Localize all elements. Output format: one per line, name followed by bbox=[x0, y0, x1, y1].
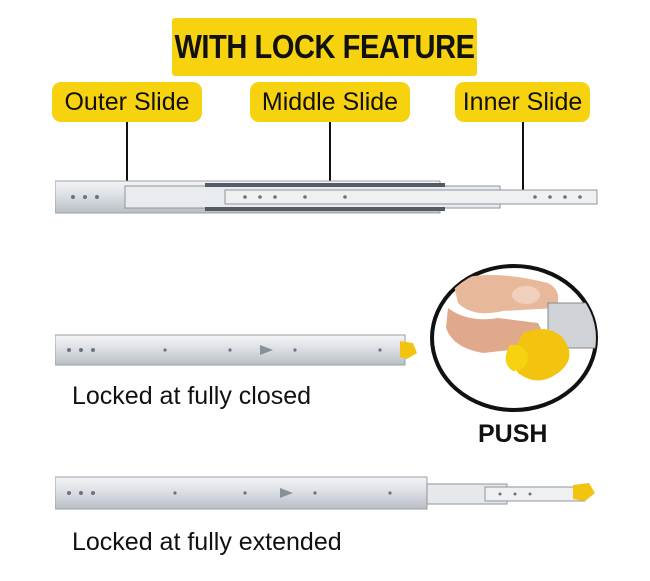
slide-extended-illustration bbox=[55, 476, 595, 510]
outer-slide-label: Outer Slide bbox=[52, 82, 202, 122]
middle-leader-line bbox=[329, 122, 331, 186]
outer-leader-line bbox=[126, 122, 128, 186]
push-label: PUSH bbox=[478, 420, 548, 448]
page-title: WITH LOCK FEATURE bbox=[174, 28, 475, 65]
bearing-strip-bottom bbox=[205, 207, 445, 211]
slide-closed-illustration bbox=[55, 334, 417, 366]
inner-leader-line bbox=[522, 122, 524, 196]
bearing-strip-top bbox=[205, 183, 445, 187]
push-lock-detail bbox=[430, 264, 598, 412]
inner-slide-label: Inner Slide bbox=[455, 82, 590, 122]
middle-slide-label: Middle Slide bbox=[250, 82, 410, 122]
inner-slide-rail bbox=[224, 189, 598, 205]
caption-extended: Locked at fully extended bbox=[72, 528, 342, 556]
caption-closed: Locked at fully closed bbox=[72, 382, 312, 410]
title-banner: WITH LOCK FEATURE bbox=[172, 18, 477, 76]
lock-lever-extended bbox=[573, 483, 595, 501]
slide-assembly-illustration bbox=[55, 180, 598, 214]
lock-lever-closed bbox=[400, 341, 417, 359]
